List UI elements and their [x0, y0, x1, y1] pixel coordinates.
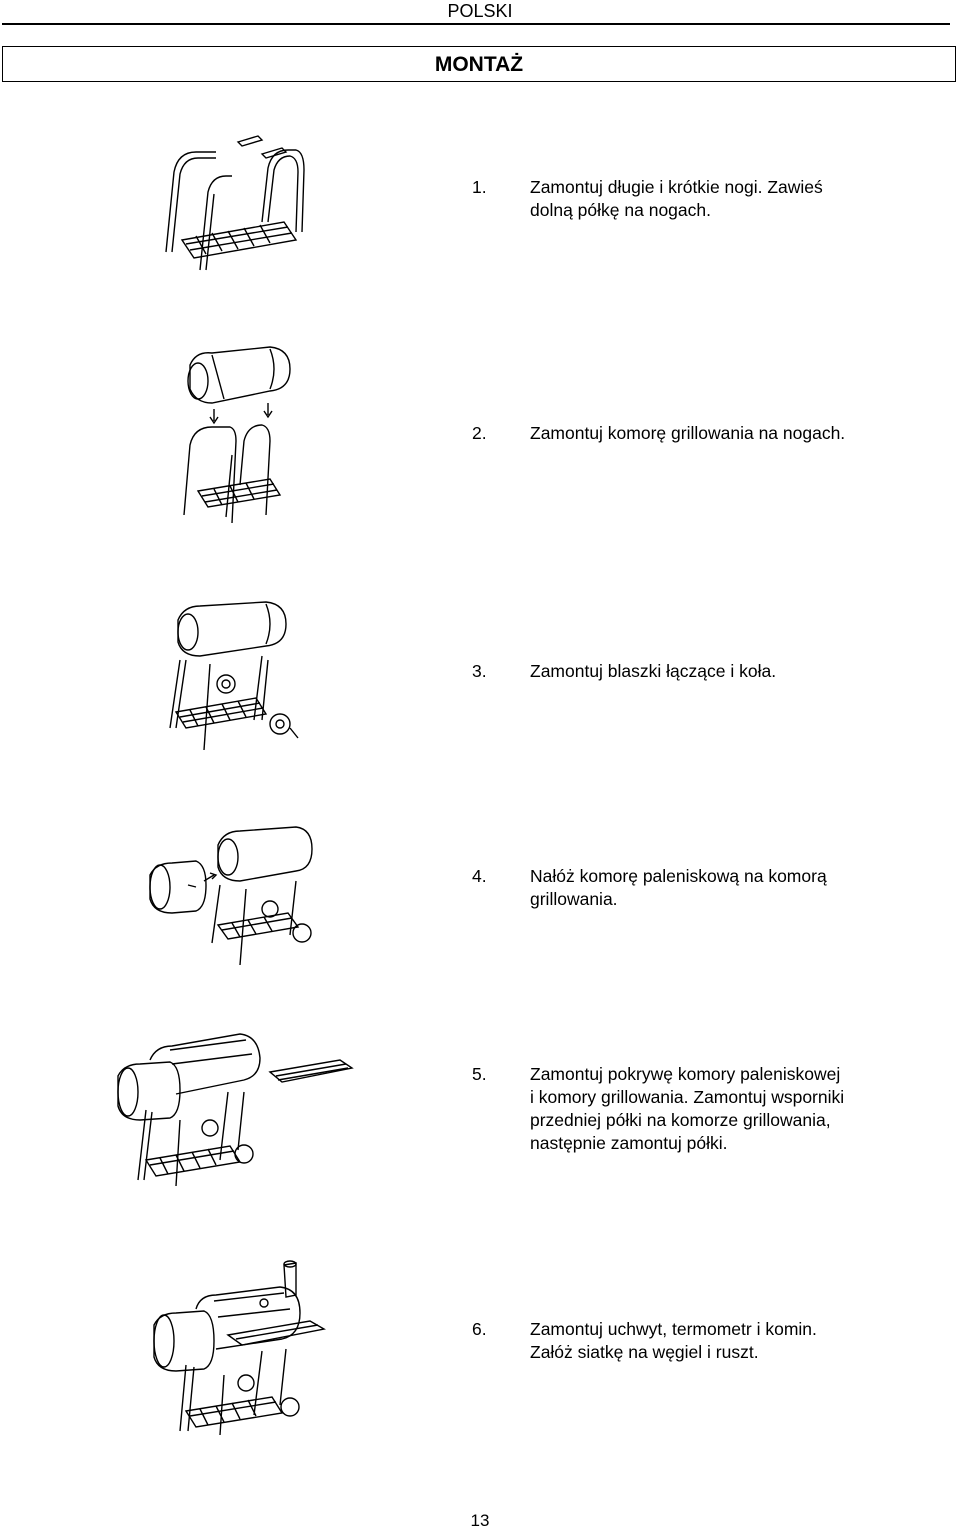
header-rule — [2, 23, 950, 25]
step-3-illustration — [0, 600, 320, 760]
step-6-line: Zamontuj uchwyt, termometr i komin. — [530, 1319, 817, 1339]
step-1-line: Zamontuj długie i krótkie nogi. Zawieś — [530, 177, 823, 197]
step-3-number: 3. — [472, 661, 487, 681]
step-4-line: Nałóż komorę paleniskową na komorą — [530, 866, 827, 886]
step-1-line: dolną półkę na nogach. — [530, 200, 711, 220]
step-5-number: 5. — [472, 1064, 487, 1084]
step-2-illustration — [0, 345, 320, 545]
step-5-line: Zamontuj pokrywę komory paleniskowej — [530, 1064, 841, 1084]
language-header: POLSKI — [447, 1, 513, 21]
step-5-line: przedniej półki na komorze grillowania, — [530, 1110, 831, 1130]
step-4-text: 4. Nałóż komorę paleniskową na komorą gr… — [472, 865, 827, 911]
step-6-illustration — [0, 1255, 360, 1445]
step-5-line: następnie zamontuj półki. — [530, 1133, 728, 1153]
step-3-line: Zamontuj blaszki łączące i koła. — [530, 661, 777, 681]
step-6-line: Załóż siatkę na węgiel i ruszt. — [530, 1342, 759, 1362]
step-4-illustration — [0, 825, 330, 975]
step-2-line: Zamontuj komorę grillowania na nogach. — [530, 423, 846, 443]
step-1-number: 1. — [472, 177, 487, 197]
step-4-line: grillowania. — [530, 889, 618, 909]
section-title: MONTAŻ — [2, 46, 956, 82]
page-number: 13 — [470, 1511, 490, 1530]
step-5-text: 5. Zamontuj pokrywę komory paleniskowej … — [472, 1063, 844, 1155]
step-5-illustration — [0, 1030, 360, 1200]
step-3-text: 3. Zamontuj blaszki łączące i koła. — [472, 660, 776, 683]
step-5-line: i komory grillowania. Zamontuj wsporniki — [530, 1087, 845, 1107]
step-1-illustration — [0, 130, 320, 290]
step-2-text: 2. Zamontuj komorę grillowania na nogach… — [472, 422, 845, 445]
step-6-number: 6. — [472, 1319, 487, 1339]
step-2-number: 2. — [472, 423, 487, 443]
step-6-text: 6. Zamontuj uchwyt, termometr i komin. Z… — [472, 1318, 817, 1364]
step-1-text: 1. Zamontuj długie i krótkie nogi. Zawie… — [472, 176, 823, 222]
step-4-number: 4. — [472, 866, 487, 886]
